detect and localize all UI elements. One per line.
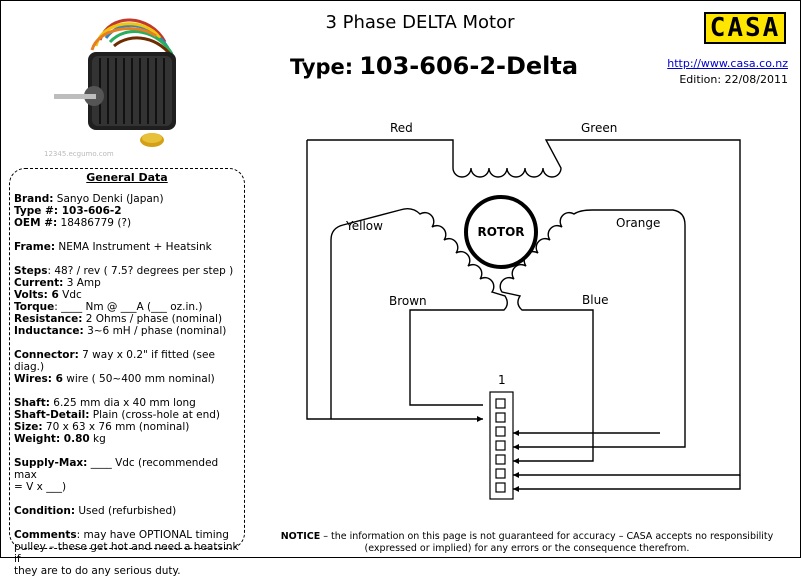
connector-body [489, 391, 514, 500]
current-row: Current: 3 Amp [14, 277, 101, 289]
logo-text: CASA [709, 13, 781, 43]
left-coil [330, 207, 508, 419]
green-label: Green [581, 121, 617, 135]
supply-row: Supply-Max: ____ Vdc (recommended max [14, 457, 219, 481]
frame-row: Frame: NEMA Instrument + Heatsink [14, 241, 212, 253]
supply-row-2: = V x ___) [14, 481, 67, 493]
website-link[interactable]: http://www.casa.co.nz [667, 57, 788, 70]
general-data-body: Brand: Sanyo Denki (Japan) Type #: 103-6… [14, 193, 244, 577]
red-label: Red [390, 121, 413, 135]
wiring-diagram: ROTOR Red Green Yellow Orange Brown Blue… [306, 121, 741, 500]
edition-date: Edition: 22/08/2011 [679, 73, 788, 86]
type-value: 103-606-2-Delta [359, 52, 579, 80]
comments-row-3: they are to do any serious duty. [14, 565, 181, 577]
size-row: Size: 70 x 63 x 76 mm (nominal) [14, 421, 190, 433]
wires-row: Wires: 6 wire ( 50~400 mm nominal) [14, 373, 215, 385]
general-data-title: General Data [86, 171, 168, 184]
notice-text: NOTICE – the information on this page is… [262, 531, 792, 555]
connector-pin [495, 454, 506, 465]
connector-pin [495, 482, 506, 493]
type-row: Type #: 103-606-2 [14, 205, 122, 217]
connector-pins [495, 398, 506, 493]
connector-pin [495, 468, 506, 479]
motor-photo [54, 18, 176, 147]
brand-row: Brand: Sanyo Denki (Japan) [14, 193, 164, 205]
red-wire [306, 140, 483, 420]
rotor-label: ROTOR [477, 225, 524, 239]
page-title: 3 Phase DELTA Motor [325, 12, 515, 33]
right-coil [499, 209, 686, 462]
orange-label: Orange [616, 216, 660, 230]
inductance-row: Inductance: 3~6 mH / phase (nominal) [14, 325, 227, 337]
shaft-row: Shaft: 6.25 mm dia x 40 mm long [14, 397, 196, 409]
yellow-label: Yellow [345, 219, 383, 233]
top-coil [307, 139, 741, 476]
brown-label: Brown [389, 294, 427, 308]
connector-pin [495, 412, 506, 423]
casa-logo: CASA [704, 12, 786, 44]
condition-row: Condition: Used (refurbished) [14, 505, 177, 517]
oem-row: OEM #: 18486779 (?) [14, 217, 132, 229]
rotor-circle [464, 195, 538, 269]
notice-line2: (expressed or implied) for any errors or… [364, 543, 690, 554]
pin-arrows [477, 416, 519, 492]
torque-row: Torque: ____ Nm @ ___A (___ oz.in.) [14, 301, 203, 313]
comments-row: Comments: may have OPTIONAL timing [14, 529, 229, 541]
pin1-label: 1 [498, 373, 506, 387]
shaft-detail-row: Shaft-Detail: Plain (cross-hole at end) [14, 409, 221, 421]
steps-row: Steps: 48? / rev ( 7.5? degrees per step… [14, 265, 234, 277]
type-label: Type: [290, 55, 354, 79]
connector-pin [495, 440, 506, 451]
photo-watermark: 12345.ecgumo.com [44, 150, 114, 158]
notice-line1: – the information on this page is not gu… [320, 531, 774, 542]
blue-label: Blue [582, 293, 609, 307]
connector-row: Connector: 7 way x 0.2" if fitted (see d… [14, 349, 215, 373]
green-return [513, 475, 741, 490]
notice-label: NOTICE [280, 531, 321, 542]
general-data-panel [9, 168, 245, 549]
connector-pin [495, 426, 506, 437]
resistance-row: Resistance: 2 Ohms / phase (nominal) [14, 313, 223, 325]
type-heading: Type:103-606-2-Delta [290, 52, 578, 80]
volts-row: Volts: 6 Vdc [14, 289, 82, 301]
weight-row: Weight: 0.80 kg [14, 433, 106, 445]
connector-pin [495, 398, 506, 409]
